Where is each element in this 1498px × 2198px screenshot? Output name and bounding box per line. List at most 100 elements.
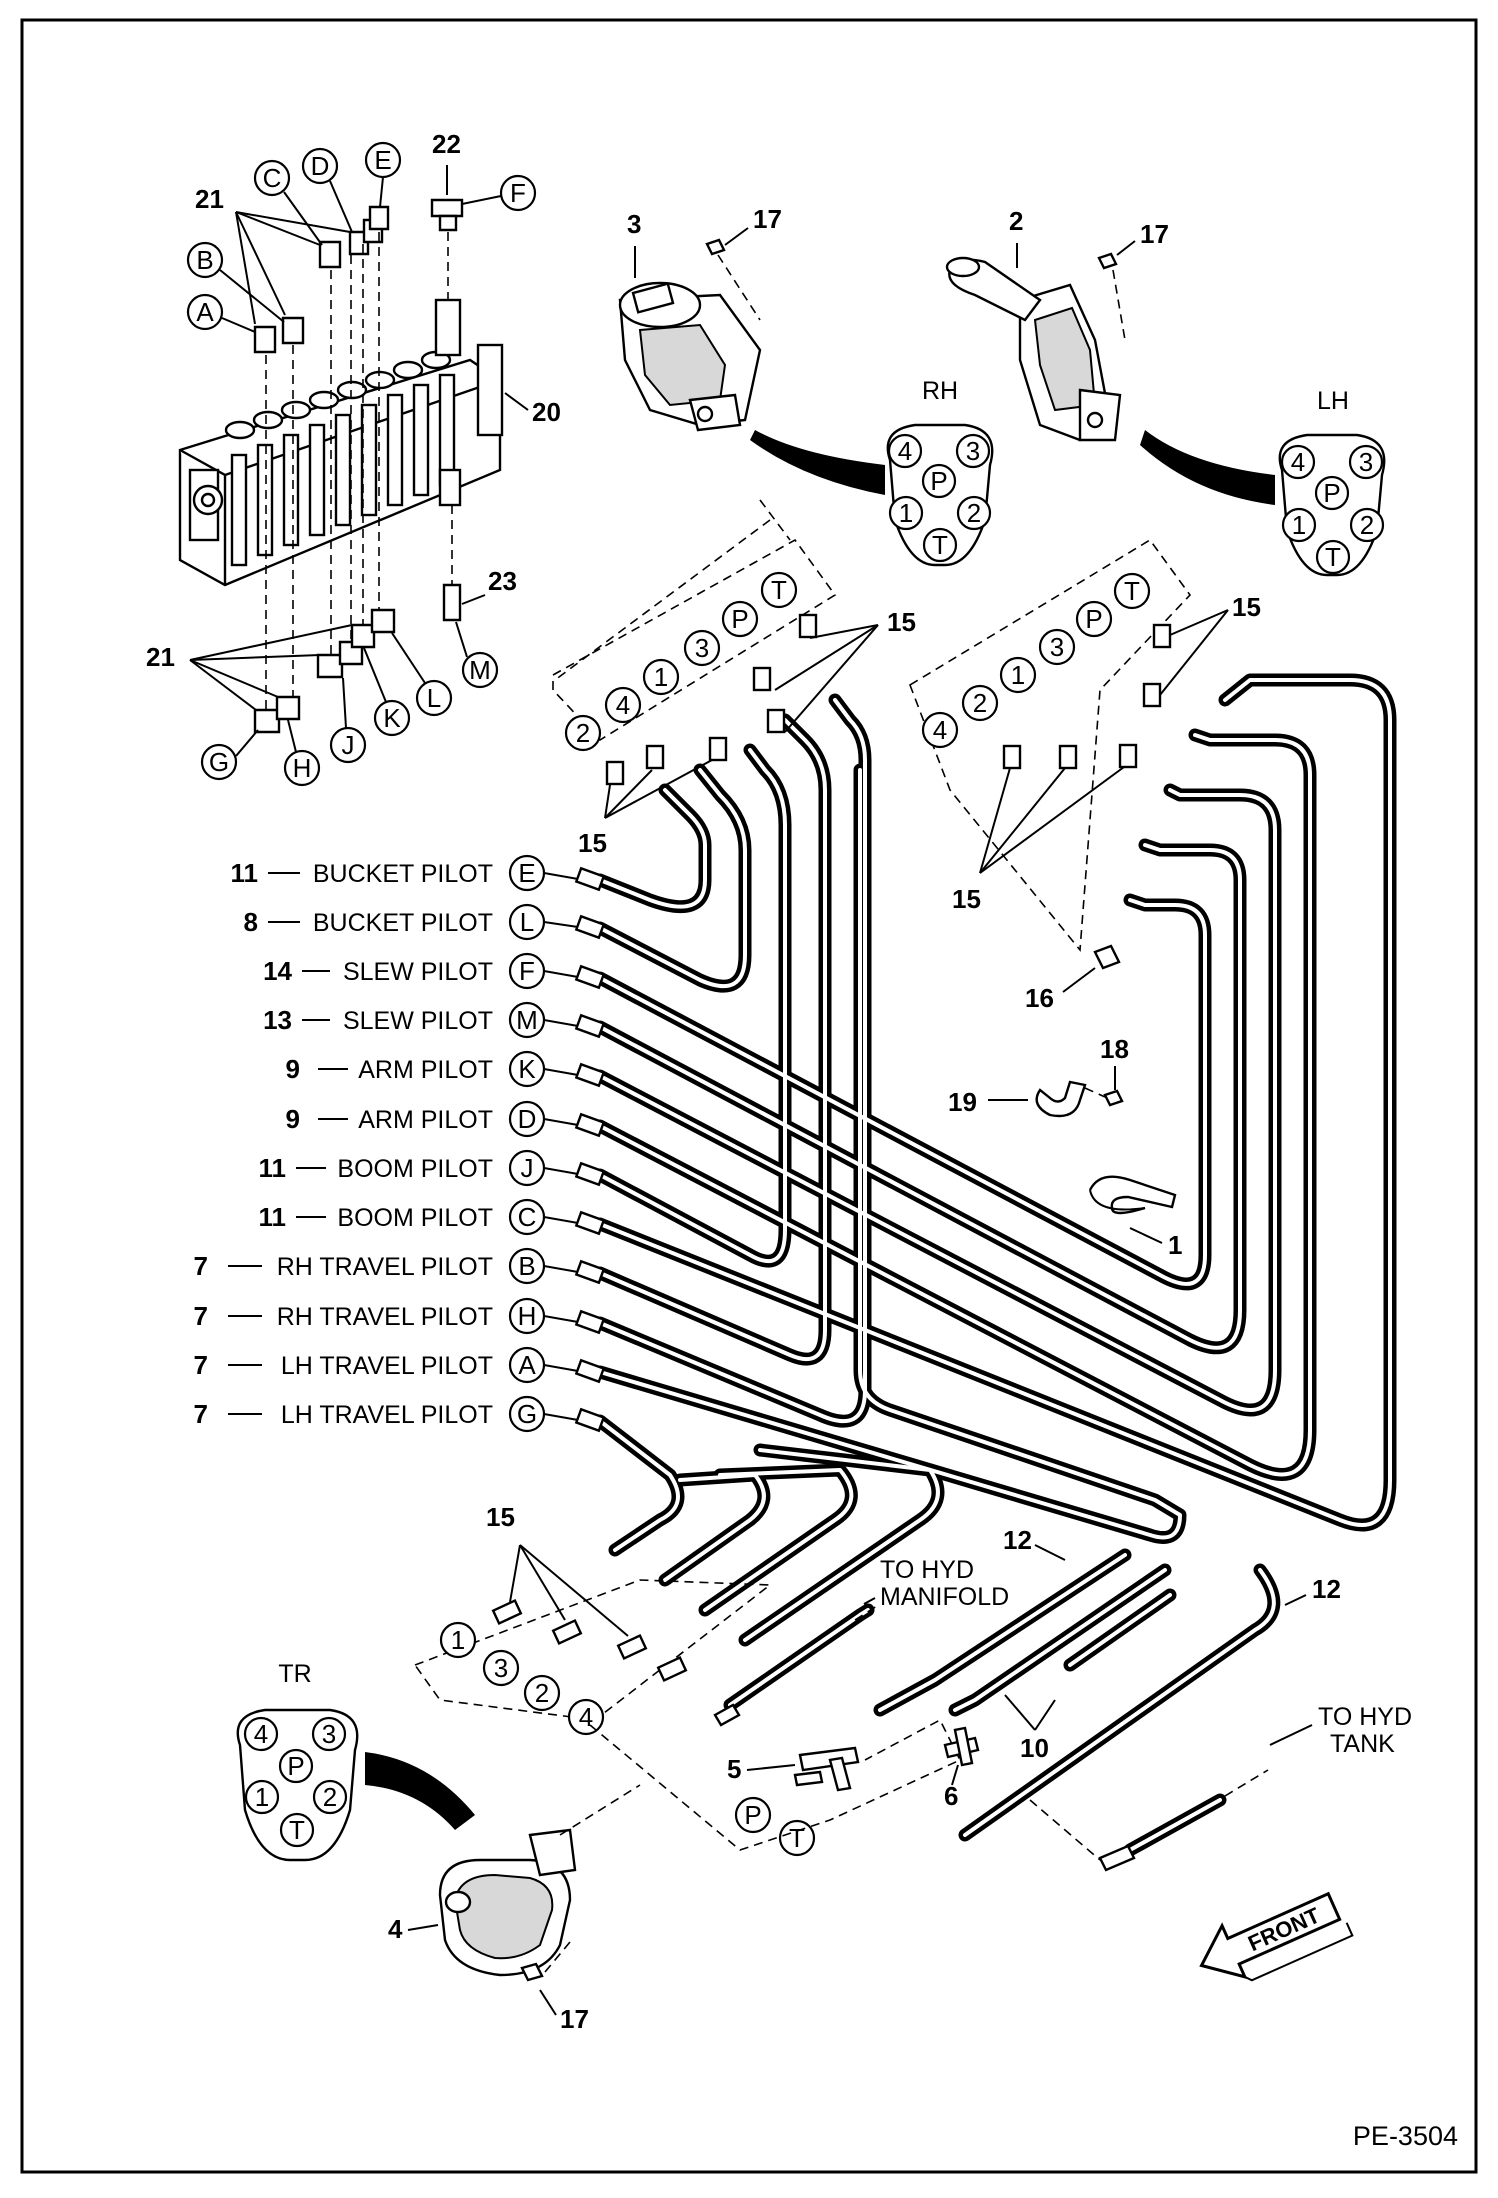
cable-tie — [1088, 1175, 1177, 1215]
lh-block-port: 2 — [973, 688, 987, 718]
hose-label-text: ARM PILOT — [358, 1056, 493, 1084]
clamp-parts: 18 19 1 — [948, 1034, 1182, 1260]
lh-block-port: 1 — [1011, 660, 1025, 690]
tank-note-line2: TANK — [1330, 1730, 1395, 1758]
hose-label-row: 7 LH TRAVEL PILOT A — [194, 1346, 579, 1384]
hose-label-text: BUCKET PILOT — [313, 909, 493, 937]
valve-port-letter: C — [263, 163, 282, 193]
valve-port-letter: L — [427, 683, 441, 713]
callout-tee: 5 — [727, 1754, 741, 1784]
callout-elbow: 22 — [432, 129, 461, 159]
tr-port: T — [289, 1815, 305, 1845]
valve-top-letters: A B C D E F — [186, 141, 537, 333]
valve-bottom-letters: G H J K L M — [200, 621, 499, 787]
rh-block-port: 2 — [576, 718, 590, 748]
valve-port-letter: K — [383, 703, 401, 733]
lh-port: T — [1325, 542, 1341, 572]
tr-port-diagram: TR 4 3 P 1 2 T — [236, 1660, 475, 1862]
manifold-tee-assembly: 5 P T 6 TO HYD MANIFOLD TO HYD TANK 12 1… — [589, 1525, 1412, 1872]
hose-label-text: RH TRAVEL PILOT — [277, 1253, 493, 1281]
hose-letter: K — [518, 1054, 536, 1084]
valve-port-letter: A — [196, 297, 214, 327]
callout-rh-joystick: 3 — [627, 209, 641, 239]
callout-travel-control: 4 — [388, 1914, 403, 1944]
hose-label-row: 7 LH TRAVEL PILOT G — [194, 1395, 579, 1433]
rh-block-port: 3 — [695, 633, 709, 663]
travel-control: 4 17 — [388, 1784, 641, 2034]
hose-label-row: 11 BUCKET PILOT E — [231, 854, 579, 892]
lh-joystick-callouts: 2 17 — [1009, 206, 1169, 341]
valve-port-letter: D — [311, 151, 330, 181]
callout-fittings-upper: 21 — [195, 184, 224, 214]
hose-callout-number: 11 — [231, 858, 259, 888]
rh-port: T — [932, 530, 948, 560]
callout-lh-fitting-16: 16 — [1025, 983, 1054, 1013]
hose-label-text: SLEW PILOT — [343, 1007, 493, 1035]
callout-valve: 20 — [532, 397, 561, 427]
pt-port: P — [744, 1800, 761, 1830]
valve-port-letter: G — [209, 747, 229, 777]
pt-port: T — [789, 1823, 805, 1853]
valve-lower-fittings — [253, 583, 462, 734]
rh-port: 2 — [967, 498, 981, 528]
callout-tie: 1 — [1168, 1230, 1182, 1260]
callout-fitting-m: 23 — [488, 566, 517, 596]
rh-fitting-block: 2 4 1 3 P T 15 15 — [552, 499, 916, 858]
valve-port-letter: J — [342, 730, 355, 760]
callout-lh-fittings-a: 15 — [952, 884, 981, 914]
tr-block-port: 2 — [535, 1678, 549, 1708]
manifold-note-line1: TO HYD — [880, 1556, 974, 1584]
lh-block-port: P — [1085, 604, 1102, 634]
hose-label-text: BOOM PILOT — [337, 1204, 493, 1232]
hose-label-row: 7 RH TRAVEL PILOT H — [194, 1297, 579, 1335]
lh-port: 2 — [1360, 510, 1374, 540]
rh-port: 1 — [899, 498, 913, 528]
hose-label-text: SLEW PILOT — [343, 958, 493, 986]
tr-port: 4 — [254, 1719, 268, 1749]
callout-bolt-lh: 17 — [1140, 219, 1169, 249]
hose-label-row: 11 BOOM PILOT J — [259, 1149, 579, 1187]
tr-port: 3 — [322, 1719, 336, 1749]
hose-label-row: 11 BOOM PILOT C — [259, 1198, 579, 1236]
hose-letter: H — [518, 1301, 537, 1331]
hose-label-list: 11 BUCKET PILOT E 8 BUCKET PILOT L 14 SL… — [194, 854, 579, 1433]
hose-letter: E — [518, 858, 535, 888]
rh-joystick — [618, 281, 762, 432]
lh-block-port: T — [1124, 576, 1140, 606]
hose-label-row: 9 ARM PILOT D — [286, 1100, 579, 1138]
valve-port-letter: M — [469, 655, 491, 685]
valve-port-letter: F — [510, 178, 526, 208]
lh-port: 1 — [1292, 510, 1306, 540]
callout-lh-fittings-b: 15 — [1232, 592, 1261, 622]
hose-callout-number: 7 — [194, 1251, 208, 1281]
lh-block-port: 3 — [1050, 632, 1064, 662]
hose-label-row: 9 ARM PILOT K — [286, 1050, 579, 1088]
tr-fitting-block: 1 3 2 4 15 — [413, 1502, 773, 1736]
rh-block-port: 4 — [616, 690, 630, 720]
tr-block-port: 4 — [579, 1702, 593, 1732]
tr-port: 2 — [323, 1782, 337, 1812]
hose-callout-number: 8 — [244, 907, 258, 937]
control-valve-assembly — [178, 298, 504, 587]
hose-letter: B — [518, 1251, 535, 1281]
tr-port-pointer — [365, 1752, 475, 1830]
hose-callout-number: 11 — [259, 1153, 287, 1183]
callout-clamp: 19 — [948, 1087, 977, 1117]
hose-label-text: BOOM PILOT — [337, 1155, 493, 1183]
hose-letter: F — [519, 956, 535, 986]
hose-letter: A — [518, 1350, 536, 1380]
callout-clamp-bolt: 18 — [1100, 1034, 1129, 1064]
rh-port-diagram: RH 4 3 P 1 2 T — [750, 377, 994, 567]
hose-letter: G — [517, 1399, 537, 1429]
hose-label-row: 7 RH TRAVEL PILOT B — [194, 1247, 579, 1285]
lh-port: 3 — [1359, 447, 1373, 477]
lh-fitting-block: 4 2 1 3 P T 15 15 16 — [909, 538, 1261, 1013]
lh-port-title: LH — [1317, 387, 1349, 415]
hose-callout-number: 9 — [286, 1054, 300, 1084]
tr-port: 1 — [255, 1782, 269, 1812]
tr-block-port: 3 — [494, 1653, 508, 1683]
tr-port: P — [287, 1751, 304, 1781]
hose-label-text: BUCKET PILOT — [313, 860, 493, 888]
